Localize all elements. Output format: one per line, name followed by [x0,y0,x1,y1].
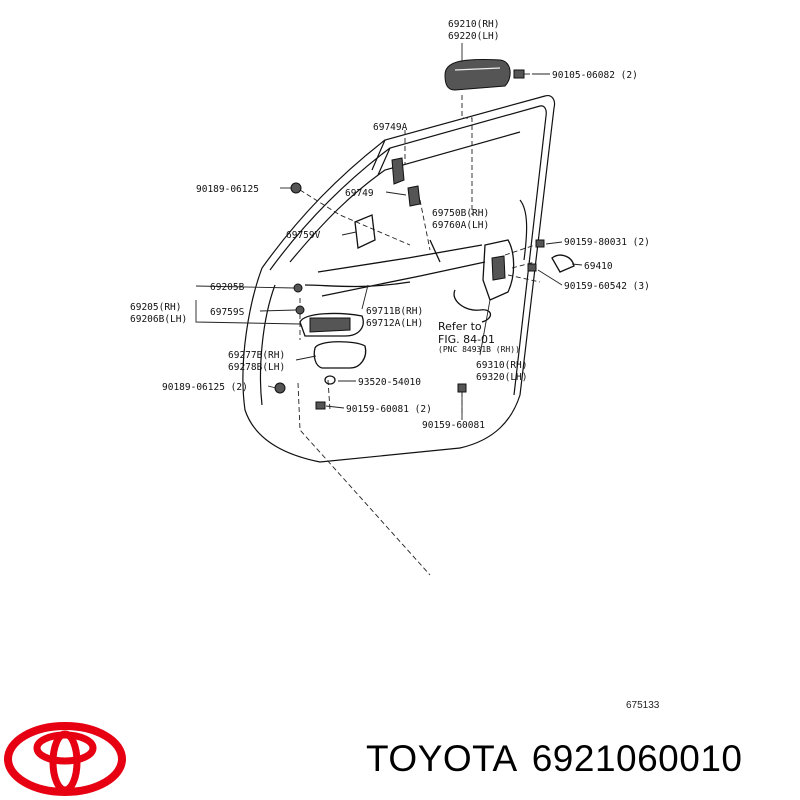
screw-right-icon [535,239,545,248]
label-69410: 69410 [584,261,613,272]
screw-bottom-icon [315,401,326,410]
label-69759v: 69759V [286,230,321,241]
label-90159-60542: 90159-60542 (3) [564,281,650,292]
refer-fig-text: FIG. 84-01 [438,333,495,346]
label-69759s: 69759S [210,307,245,318]
label-90159-60081: 90159-60081 [422,420,485,431]
part-number: 6921060010 [531,738,743,779]
refer-pnc-text: (PNC 84931B (RH)) [438,345,520,354]
toyota-logo-icon [4,722,126,796]
label-90159-60081-2: 90159-60081 (2) [346,404,432,415]
label-90159-80031: 90159-80031 (2) [564,237,650,248]
catalog-id: 675133 [626,700,660,711]
label-69749a: 69749A [373,122,408,133]
label-leaders [195,43,583,416]
label-69750b: 69750B(RH) [432,208,489,219]
label-69205b: 69205B [210,282,245,293]
inside-door-handle [299,312,364,337]
label-90189-top: 90189-06125 [196,184,259,195]
door-striker [551,254,575,273]
lock-rod-upper [317,244,483,273]
screw-top-icon [513,69,530,79]
label-69712a: 69712A(LH) [366,318,423,329]
label-69205: 69205(RH) [130,302,181,313]
label-69749: 69749 [345,188,374,199]
label-69711b: 69711B(RH) [366,306,423,317]
label-69760a: 69760A(LH) [432,220,489,231]
label-69310: 69310(RH) [476,360,527,371]
label-90105: 90105-06082 (2) [552,70,638,81]
label-69278b: 69278B(LH) [228,362,285,373]
label-90189-bottom: 90189-06125 (2) [162,382,248,393]
label-69220: 69220(LH) [448,31,499,42]
hole-plug [324,375,336,385]
label-69206b: 69206B(LH) [130,314,187,325]
refer-to-text: Refer to [438,320,482,333]
rod-bracket [391,157,405,185]
label-69277b: 69277B(RH) [228,350,285,361]
label-93520: 93520-54010 [358,377,421,388]
protector-pad [354,214,376,249]
lock-rod-lower [321,261,486,297]
part-labels: 69210(RH) 69220(LH) 90105-06082 (2) 6974… [130,19,650,431]
lock-cable [304,281,411,288]
clip-icon [290,182,302,194]
label-69320: 69320(LH) [476,372,527,383]
outer-door-handle [444,59,511,91]
label-69210: 69210(RH) [448,19,499,30]
dashed-guides [297,95,541,576]
door-lock-assembly [482,239,515,301]
footer-title: TOYOTA 6921060010 [366,738,757,780]
parts [274,59,575,410]
door-outline [242,95,556,463]
brand-name: TOYOTA [366,738,518,779]
inside-handle-bezel [313,341,367,369]
